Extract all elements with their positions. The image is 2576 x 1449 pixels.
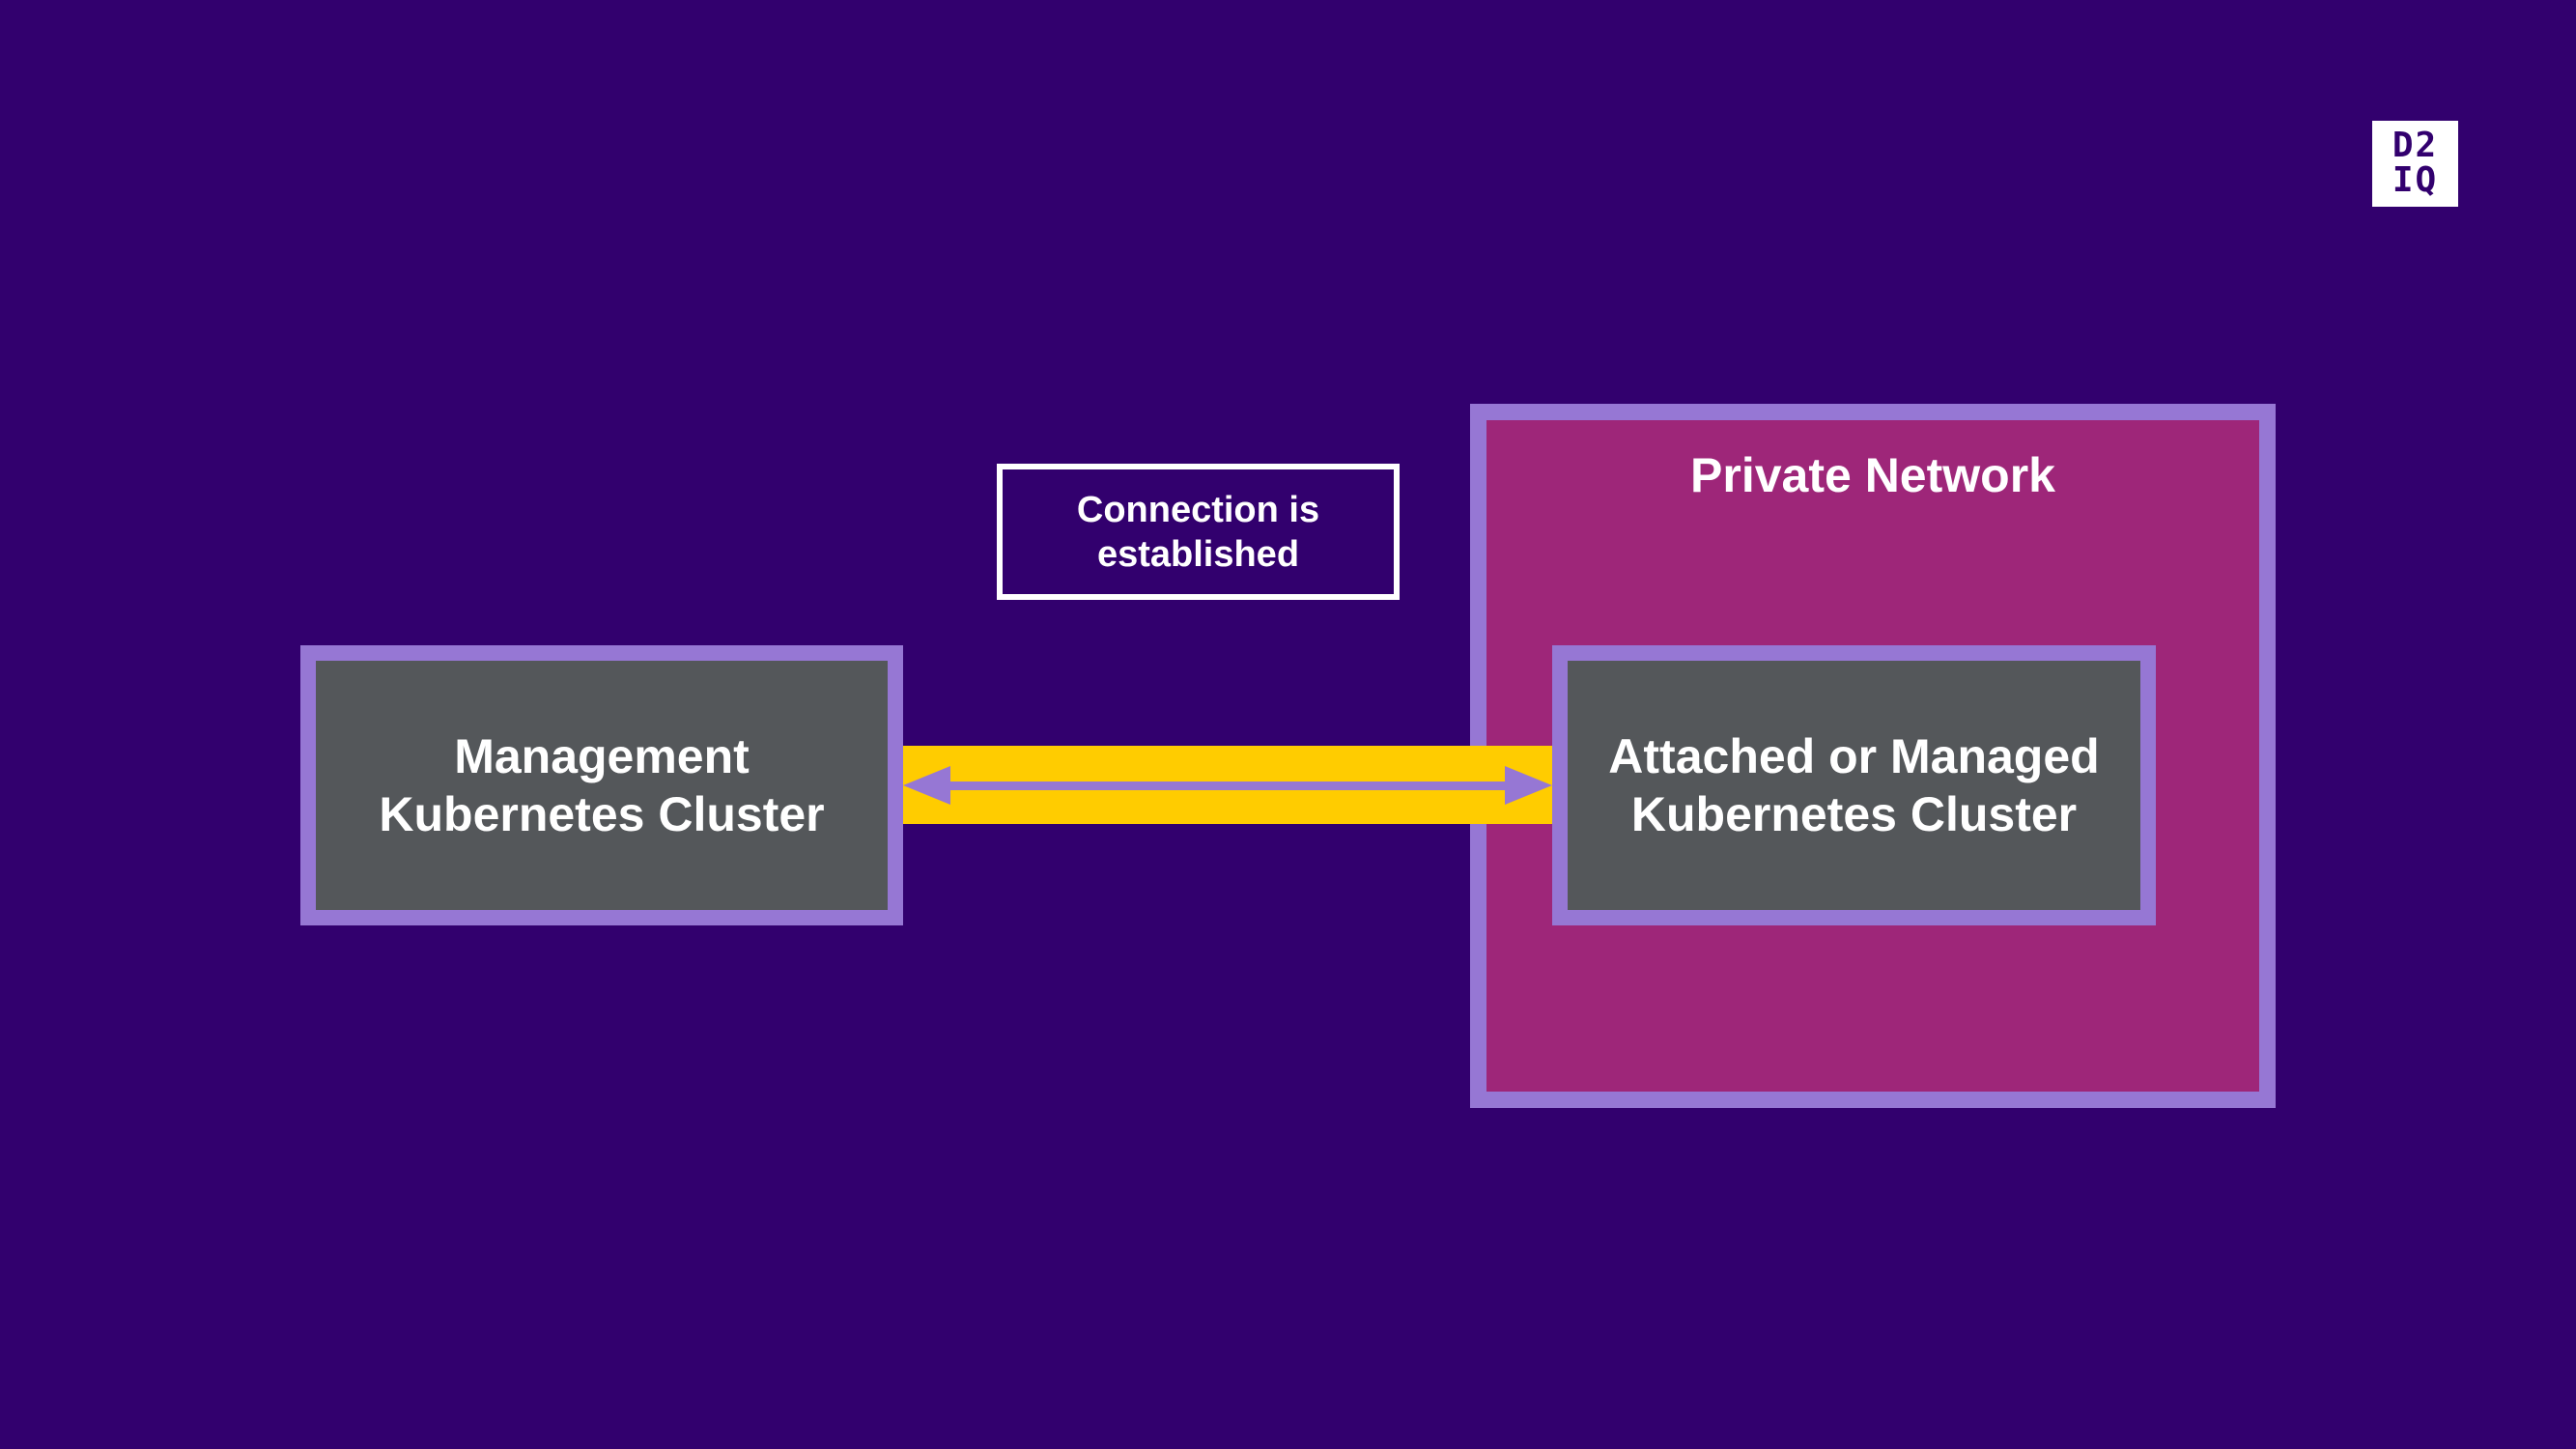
d2iq-logo: D2 IQ xyxy=(2372,121,2458,207)
attached-cluster-box: Attached or Managed Kubernetes Cluster xyxy=(1552,645,2156,925)
management-cluster-label: Management Kubernetes Cluster xyxy=(379,729,825,841)
logo-line-1: D2 xyxy=(2392,126,2439,165)
arrowhead-right-icon xyxy=(1505,766,1552,805)
logo-line-2: IQ xyxy=(2392,160,2439,200)
management-cluster-box: Management Kubernetes Cluster xyxy=(300,645,903,925)
connection-label: Connection is established xyxy=(997,464,1400,600)
private-network-title: Private Network xyxy=(1690,448,2055,502)
arrowhead-left-icon xyxy=(903,766,950,805)
arrow-line xyxy=(937,781,1518,790)
attached-cluster-label: Attached or Managed Kubernetes Cluster xyxy=(1608,729,2100,841)
connection-label-text: Connection is established xyxy=(1076,489,1320,575)
